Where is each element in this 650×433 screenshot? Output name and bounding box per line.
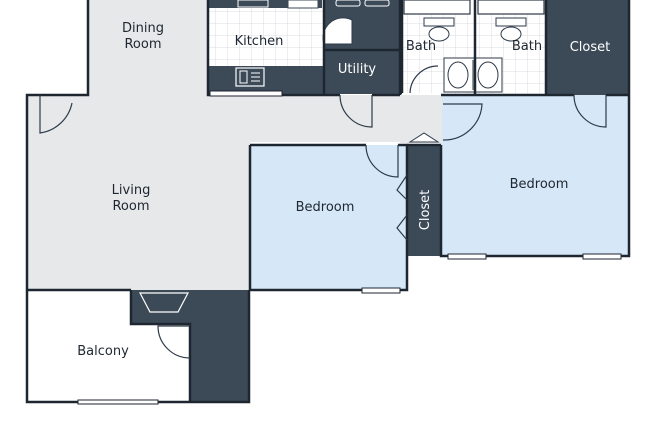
utility-block: [324, 50, 400, 94]
fridge-icon-right: [364, 0, 390, 7]
label-bath-left: Bath: [406, 39, 436, 54]
label-kitchen: Kitchen: [235, 34, 284, 49]
door-living-left: [39, 95, 73, 134]
walls: [25, 0, 631, 404]
door-bath-left: [409, 65, 439, 95]
room-labels: Dining Room Kitchen Utility Bath Bath Cl…: [77, 21, 610, 359]
label-closet-center: Closet: [418, 190, 433, 231]
sink-icon: [287, 0, 319, 9]
label-closet-top: Closet: [570, 40, 611, 55]
toilet-right-icon: [495, 17, 527, 42]
kitchen-bottom-counter: [208, 66, 324, 94]
toilet-left-icon: [423, 17, 455, 42]
label-balcony: Balcony: [77, 344, 129, 359]
door-utility: [339, 94, 373, 128]
label-dining-2: Room: [124, 37, 161, 52]
fireplace-icon: [139, 292, 189, 313]
kitchen-floor: [208, 8, 324, 66]
label-bedroom-center: Bedroom: [296, 200, 355, 215]
bedroom-right-floor: [441, 95, 628, 256]
dishwasher-icon: [237, 0, 269, 8]
label-living-1: Living: [112, 183, 151, 198]
label-bedroom-right: Bedroom: [510, 177, 569, 192]
door-bedroom-center: [365, 144, 399, 178]
door-bedroom-right: [442, 103, 483, 141]
vanity-icon: [443, 57, 503, 93]
dark-blocks: [132, 0, 629, 402]
label-utility: Utility: [338, 62, 377, 77]
label-living-2: Room: [112, 199, 149, 214]
bedroom-center-floor: [250, 145, 407, 290]
door-balcony: [157, 325, 191, 359]
fixtures: [139, 0, 545, 313]
closet-center-block: [407, 145, 441, 256]
closet-top-block: [546, 0, 629, 95]
storage-block: [190, 324, 249, 402]
stove-icon: [235, 67, 265, 87]
tub-right-icon: [477, 0, 545, 15]
tub-left-icon: [403, 0, 471, 15]
label-dining-1: Dining: [122, 21, 164, 36]
kitchen-top-counter: [208, 0, 322, 8]
door-closet-center: [396, 174, 408, 241]
living-dining-floor: [27, 0, 400, 290]
windows: [77, 90, 622, 405]
door-closet-top: [573, 94, 607, 128]
hall-jamb-icon: [408, 132, 440, 143]
fridge-icon-left: [335, 0, 361, 7]
label-bath-right: Bath: [512, 39, 542, 54]
doors: [39, 65, 607, 359]
